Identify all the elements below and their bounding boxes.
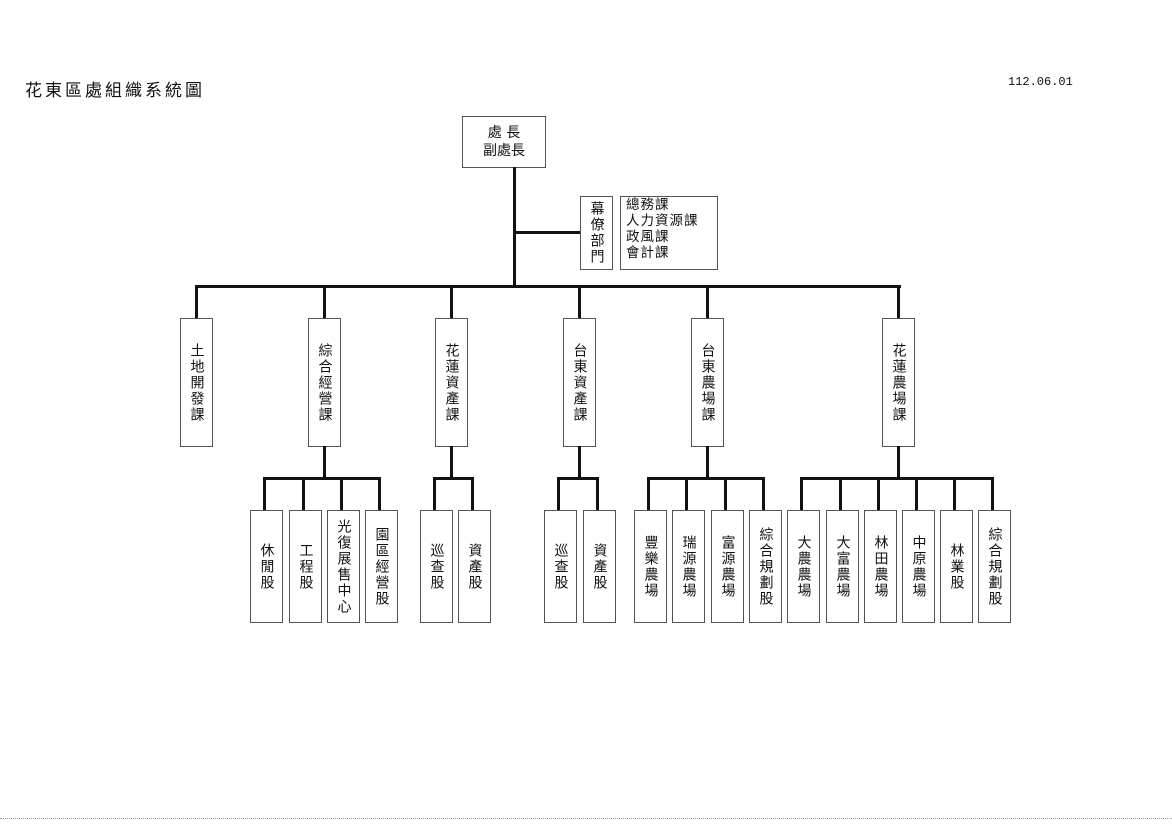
staff-department-label: 幕僚部門 xyxy=(588,201,605,265)
subunit-drop-line xyxy=(433,478,436,510)
subunit-box: 園區經營股 xyxy=(365,510,398,623)
staff-connector xyxy=(515,231,580,234)
director-box: 處 長 副處長 xyxy=(462,116,546,168)
section-label: 花蓮資產課 xyxy=(443,342,460,423)
subunit-label: 巡查股 xyxy=(428,542,445,591)
subunit-box: 大富農場 xyxy=(826,510,859,623)
subunit-label: 資產股 xyxy=(466,542,483,591)
subunit-box: 巡查股 xyxy=(420,510,453,623)
staff-unit: 總務課 xyxy=(626,197,670,213)
section-box: 綜合經營課 xyxy=(308,318,341,447)
subunit-label: 園區經營股 xyxy=(373,526,390,607)
subunit-label: 大農農場 xyxy=(795,534,812,599)
subunit-bar xyxy=(800,477,994,480)
subunit-drop-line xyxy=(378,478,381,510)
subunit-box: 林業股 xyxy=(940,510,973,623)
subunit-box: 綜合規劃股 xyxy=(978,510,1011,623)
staff-unit: 政風課 xyxy=(626,229,670,245)
subunit-box: 資產股 xyxy=(458,510,491,623)
staff-units-box: 總務課 人力資源課 政風課 會計課 xyxy=(620,196,718,270)
subunit-drop-line xyxy=(915,478,918,510)
section-box: 土地開發課 xyxy=(180,318,213,447)
subunit-label: 大富農場 xyxy=(834,534,851,599)
section-drop-line xyxy=(195,287,198,318)
section-drop-line xyxy=(897,287,900,318)
subunit-drop-line xyxy=(953,478,956,510)
subunit-bar xyxy=(263,477,381,480)
chart-title: 花東區處組織系統圖 xyxy=(25,81,205,101)
subunit-label: 中原農場 xyxy=(910,534,927,599)
subunit-box: 巡查股 xyxy=(544,510,577,623)
subunit-drop-line xyxy=(647,478,650,510)
subunit-box: 豐樂農場 xyxy=(634,510,667,623)
subunit-box: 富源農場 xyxy=(711,510,744,623)
subunit-box: 綜合規劃股 xyxy=(749,510,782,623)
chart-date: 112.06.01 xyxy=(1008,75,1073,89)
subunit-label: 巡查股 xyxy=(552,542,569,591)
subunit-box: 工程股 xyxy=(289,510,322,623)
section-label: 土地開發課 xyxy=(188,342,205,423)
subunit-label: 綜合規劃股 xyxy=(757,526,774,607)
subunit-drop-line xyxy=(685,478,688,510)
subunit-label: 工程股 xyxy=(297,542,314,591)
subunit-label: 豐樂農場 xyxy=(642,534,659,599)
director-label: 處 長 xyxy=(487,125,521,141)
section-label: 綜合經營課 xyxy=(316,342,333,423)
subunit-box: 中原農場 xyxy=(902,510,935,623)
subunit-bar xyxy=(647,477,765,480)
subunit-drop-line xyxy=(839,478,842,510)
section-drop-line xyxy=(450,287,453,318)
subunit-box: 資產股 xyxy=(583,510,616,623)
subunit-drop-line xyxy=(471,478,474,510)
subunit-stem-line xyxy=(450,446,453,479)
subunit-label: 光復展售中心 xyxy=(335,518,352,615)
subunit-drop-line xyxy=(557,478,560,510)
section-label: 台東資產課 xyxy=(571,342,588,423)
section-box: 花蓮農場課 xyxy=(882,318,915,447)
subunit-box: 瑞源農場 xyxy=(672,510,705,623)
staff-unit: 人力資源課 xyxy=(626,213,699,229)
subunit-stem-line xyxy=(578,446,581,479)
subunit-stem-line xyxy=(897,446,900,479)
subunit-drop-line xyxy=(302,478,305,510)
subunit-bar xyxy=(433,477,474,480)
subunit-label: 林田農場 xyxy=(872,534,889,599)
section-label: 台東農場課 xyxy=(699,342,716,423)
subunit-stem-line xyxy=(323,446,326,479)
subunit-box: 林田農場 xyxy=(864,510,897,623)
subunit-box: 大農農場 xyxy=(787,510,820,623)
sections-bar xyxy=(195,285,901,288)
subunit-drop-line xyxy=(991,478,994,510)
subunit-drop-line xyxy=(263,478,266,510)
staff-unit: 會計課 xyxy=(626,245,670,261)
deputy-director-label: 副處長 xyxy=(483,143,525,159)
subunit-box: 休閒股 xyxy=(250,510,283,623)
subunit-stem-line xyxy=(706,446,709,479)
subunit-drop-line xyxy=(724,478,727,510)
subunit-label: 瑞源農場 xyxy=(680,534,697,599)
trunk-line xyxy=(513,167,516,288)
subunit-drop-line xyxy=(877,478,880,510)
section-label: 花蓮農場課 xyxy=(890,342,907,423)
subunit-drop-line xyxy=(340,478,343,510)
section-box: 台東資產課 xyxy=(563,318,596,447)
subunit-bar xyxy=(557,477,599,480)
section-drop-line xyxy=(323,287,326,318)
section-drop-line xyxy=(706,287,709,318)
page-edge xyxy=(0,818,1172,819)
section-drop-line xyxy=(578,287,581,318)
subunit-drop-line xyxy=(762,478,765,510)
subunit-label: 綜合規劃股 xyxy=(986,526,1003,607)
section-box: 花蓮資產課 xyxy=(435,318,468,447)
subunit-drop-line xyxy=(596,478,599,510)
section-box: 台東農場課 xyxy=(691,318,724,447)
subunit-drop-line xyxy=(800,478,803,510)
staff-department-box: 幕僚部門 xyxy=(580,196,613,270)
subunit-label: 林業股 xyxy=(948,542,965,591)
subunit-box: 光復展售中心 xyxy=(327,510,360,623)
subunit-label: 富源農場 xyxy=(719,534,736,599)
subunit-label: 休閒股 xyxy=(258,542,275,591)
subunit-label: 資產股 xyxy=(591,542,608,591)
